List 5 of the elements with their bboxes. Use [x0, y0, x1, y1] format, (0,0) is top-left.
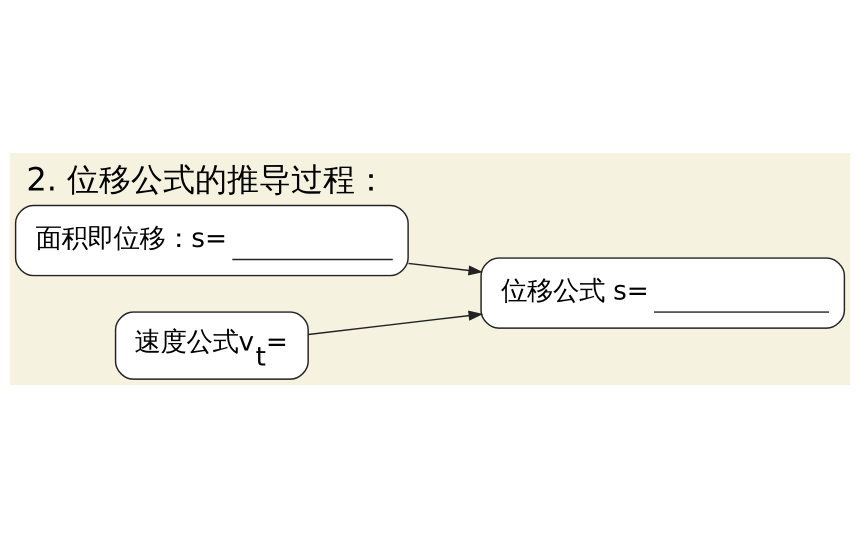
diagram-title: 2. 位移公式的推导过程： [26, 160, 388, 198]
arrow [408, 262, 484, 276]
arrow [308, 310, 484, 335]
node-box: 位移公式 s= [480, 256, 846, 328]
node-box: 面积即位移：s= [14, 204, 409, 276]
